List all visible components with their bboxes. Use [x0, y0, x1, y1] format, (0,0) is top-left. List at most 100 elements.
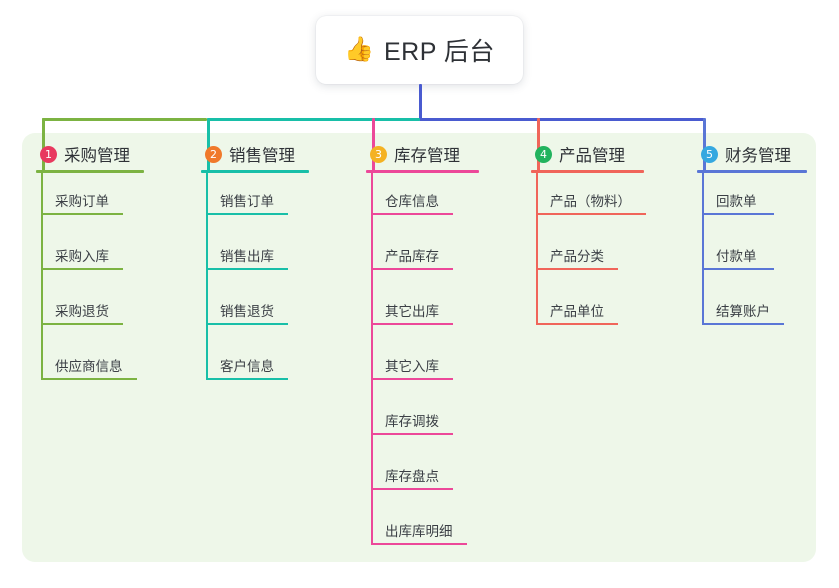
branch-badge-3: 3 — [370, 145, 387, 163]
leaf-node-采购入库[interactable]: 采购入库 — [41, 240, 123, 270]
branch-title: 财务管理 — [725, 147, 791, 165]
leaf-node-label: 库存盘点 — [385, 469, 439, 484]
leaf-node-label: 供应商信息 — [55, 359, 123, 374]
leaf-node-rule — [536, 213, 646, 215]
leaf-node-rule — [41, 268, 123, 270]
branch-column-产品管理: 4 产品管理产品（物料） 产品分类产品单位 — [531, 141, 646, 325]
branch-spine — [702, 170, 704, 325]
diagram-panel — [22, 133, 816, 562]
leaf-node-label: 结算账户 — [716, 304, 770, 319]
leaf-node-rule — [702, 268, 774, 270]
leaf-node-rule — [206, 378, 288, 380]
leaf-node-label: 销售退货 — [220, 304, 274, 319]
leaf-node-回款单[interactable]: 回款单 — [702, 185, 774, 215]
branch-spine — [206, 170, 208, 380]
leaf-node-rule — [371, 378, 453, 380]
leaf-node-label: 产品单位 — [550, 304, 604, 319]
leaf-node-label: 付款单 — [716, 249, 757, 264]
branch-spine — [536, 170, 538, 325]
leaf-node-产品库存[interactable]: 产品库存 — [371, 240, 453, 270]
branch-column-库存管理: 3 库存管理仓库信息产品库存其它出库其它入库库存调拨库存盘点出库库明细 — [366, 141, 479, 545]
leaf-node-rule — [371, 213, 453, 215]
branch-header-rule — [366, 170, 479, 173]
bus-segment-1 — [42, 118, 207, 121]
leaf-node-库存盘点[interactable]: 库存盘点 — [371, 460, 453, 490]
root-trunk-connector — [419, 84, 422, 121]
leaf-node-rule — [536, 268, 618, 270]
branch-badge-2: 2 — [205, 145, 222, 163]
leaf-node-label: 产品库存 — [385, 249, 439, 264]
leaf-node-label: 采购订单 — [55, 194, 109, 209]
leaf-node-label: 出库库明细 — [385, 524, 453, 539]
drop-connector-销售管理 — [207, 118, 210, 172]
leaf-node-rule — [371, 268, 453, 270]
leaf-node-rule — [206, 268, 288, 270]
leaf-node-产品分类[interactable]: 产品分类 — [536, 240, 618, 270]
branch-title: 库存管理 — [394, 147, 460, 165]
leaf-node-付款单[interactable]: 付款单 — [702, 240, 774, 270]
leaf-node-rule — [206, 213, 288, 215]
leaf-node-销售出库[interactable]: 销售出库 — [206, 240, 288, 270]
leaf-node-产品单位[interactable]: 产品单位 — [536, 295, 618, 325]
branch-header-财务管理[interactable]: 5 财务管理 — [697, 141, 791, 167]
leaf-node-label: 客户信息 — [220, 359, 274, 374]
branch-header-rule — [201, 170, 309, 173]
leaf-node-label: 销售订单 — [220, 194, 274, 209]
branch-badge-1: 1 — [40, 145, 57, 163]
leaf-node-采购退货[interactable]: 采购退货 — [41, 295, 123, 325]
branch-column-采购管理: 1 采购管理采购订单采购入库采购退货供应商信息 — [36, 141, 144, 380]
leaf-node-rule — [41, 213, 123, 215]
branch-column-财务管理: 5 财务管理回款单付款单结算账户 — [697, 141, 807, 325]
leaf-node-仓库信息[interactable]: 仓库信息 — [371, 185, 453, 215]
leaf-node-产品（物料）[interactable]: 产品（物料） — [536, 185, 646, 215]
branch-spine — [371, 170, 373, 545]
root-node-erp-backend[interactable]: 👍 ERP 后台 — [316, 16, 523, 84]
branch-header-库存管理[interactable]: 3 库存管理 — [366, 141, 460, 167]
leaf-node-rule — [371, 543, 467, 545]
leaf-node-rule — [41, 378, 137, 380]
branch-badge-4: 4 — [535, 145, 552, 163]
leaf-node-rule — [371, 488, 453, 490]
bus-segment-2 — [207, 118, 420, 121]
leaf-node-销售订单[interactable]: 销售订单 — [206, 185, 288, 215]
leaf-node-采购订单[interactable]: 采购订单 — [41, 185, 123, 215]
leaf-node-label: 其它入库 — [385, 359, 439, 374]
branch-header-采购管理[interactable]: 1 采购管理 — [36, 141, 130, 167]
drop-connector-采购管理 — [42, 118, 45, 172]
branch-header-产品管理[interactable]: 4 产品管理 — [531, 141, 625, 167]
root-node-title: ERP 后台 — [383, 38, 495, 66]
bus-segment-3 — [420, 118, 705, 121]
leaf-node-label: 采购退货 — [55, 304, 109, 319]
leaf-node-其它入库[interactable]: 其它入库 — [371, 350, 453, 380]
drop-connector-财务管理 — [703, 118, 706, 172]
leaf-node-label: 库存调拨 — [385, 414, 439, 429]
leaf-node-rule — [371, 323, 453, 325]
branch-header-rule — [36, 170, 144, 173]
branch-title: 采购管理 — [64, 147, 130, 165]
leaf-node-结算账户[interactable]: 结算账户 — [702, 295, 784, 325]
thumbs-up-icon: 👍 — [344, 36, 374, 63]
branch-spine — [41, 170, 43, 380]
leaf-node-rule — [702, 323, 784, 325]
leaf-node-库存调拨[interactable]: 库存调拨 — [371, 405, 453, 435]
leaf-node-label: 仓库信息 — [385, 194, 439, 209]
leaf-node-rule — [702, 213, 774, 215]
leaf-node-出库库明细[interactable]: 出库库明细 — [371, 515, 467, 545]
leaf-node-label: 销售出库 — [220, 249, 274, 264]
drop-connector-库存管理 — [372, 118, 375, 172]
leaf-node-供应商信息[interactable]: 供应商信息 — [41, 350, 137, 380]
leaf-node-label: 产品（物料） — [550, 194, 631, 209]
branch-badge-5: 5 — [701, 145, 718, 163]
leaf-node-label: 回款单 — [716, 194, 757, 209]
leaf-node-label: 产品分类 — [550, 249, 604, 264]
branch-header-rule — [531, 170, 644, 173]
leaf-node-销售退货[interactable]: 销售退货 — [206, 295, 288, 325]
leaf-node-客户信息[interactable]: 客户信息 — [206, 350, 288, 380]
branch-header-rule — [697, 170, 807, 173]
leaf-node-rule — [536, 323, 618, 325]
branch-title: 产品管理 — [559, 147, 625, 165]
leaf-node-其它出库[interactable]: 其它出库 — [371, 295, 453, 325]
leaf-node-rule — [206, 323, 288, 325]
